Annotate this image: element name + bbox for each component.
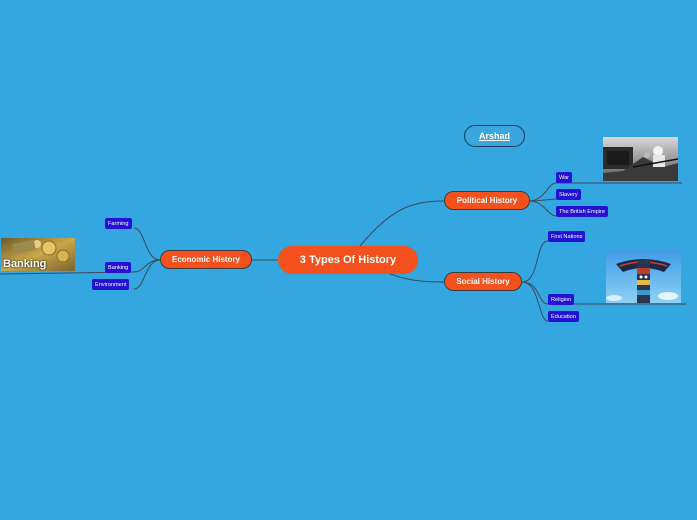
branch-political-history[interactable]: Political History xyxy=(444,191,530,210)
war-photo-icon[interactable] xyxy=(603,137,678,181)
topic-environment[interactable]: Environment xyxy=(92,279,130,290)
topic-education[interactable]: Education xyxy=(548,311,579,322)
topic-farming[interactable]: Farming xyxy=(105,218,132,229)
topic-british-empire[interactable]: The British Empire xyxy=(556,206,609,217)
money-icon[interactable]: Banking xyxy=(1,238,75,271)
topic-war[interactable]: War xyxy=(556,172,573,183)
topic-religion[interactable]: Religion xyxy=(548,294,575,305)
branch-economic-history[interactable]: Economic History xyxy=(160,250,252,269)
author-link[interactable]: Arshad xyxy=(464,125,525,147)
topic-slavery[interactable]: Slavery xyxy=(556,189,581,200)
totem-pole-icon[interactable] xyxy=(606,250,681,303)
topic-banking[interactable]: Banking xyxy=(105,262,132,273)
connector-political xyxy=(359,200,445,247)
branch-social-history[interactable]: Social History xyxy=(444,272,522,291)
central-topic[interactable]: 3 Types Of History xyxy=(278,246,418,274)
banking-image-caption: Banking xyxy=(3,258,47,270)
topic-first-nations[interactable]: First Nations xyxy=(548,231,586,242)
